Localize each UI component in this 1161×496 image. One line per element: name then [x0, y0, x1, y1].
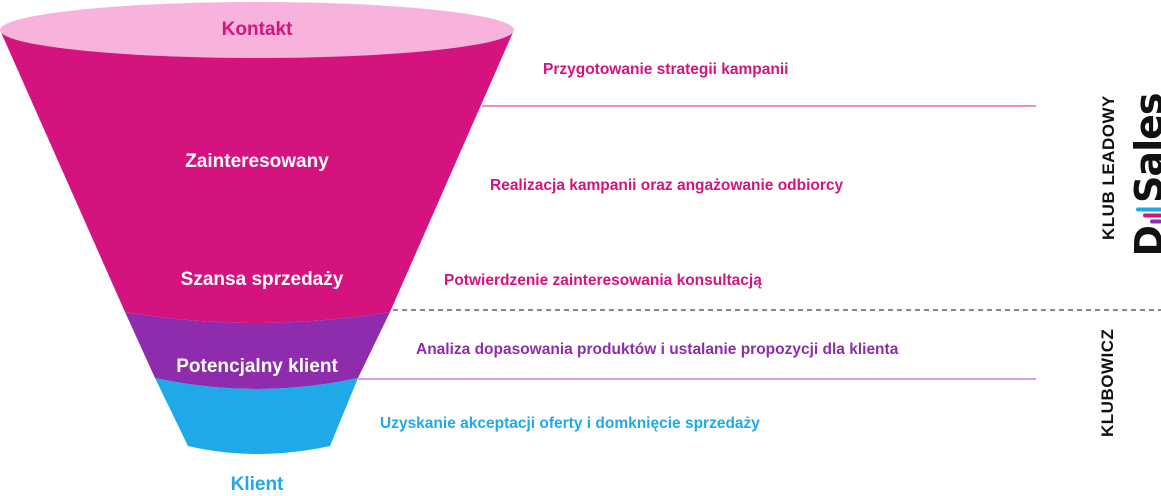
- funnel-cyan-section: [155, 378, 358, 454]
- side-label-klub-leadowy: KLUB LEADOWY: [1099, 95, 1118, 240]
- funnel-magenta-section: [0, 30, 514, 323]
- description-confirmation: Potwierdzenie zainteresowania konsultacj…: [444, 272, 762, 289]
- description-acceptance: Uzyskanie akceptacji oferty i domknięcie…: [380, 415, 760, 432]
- stage-label-potencjalny: Potencjalny klient: [176, 356, 338, 377]
- stage-label-klient: Klient: [230, 474, 284, 495]
- stage-label-kontakt: Kontakt: [221, 19, 293, 40]
- logo-letter-d: D: [1127, 226, 1161, 257]
- logo-word-sales: Sales: [1127, 93, 1161, 203]
- stage-label-szansa: Szansa sprzedaży: [180, 269, 344, 290]
- description-strategy: Przygotowanie strategii kampanii: [543, 61, 789, 78]
- funnel-top-ellipse: [0, 2, 514, 58]
- logo-bars-icon: [1136, 207, 1161, 224]
- description-campaign: Realizacja kampanii oraz angażowanie odb…: [490, 177, 844, 194]
- description-analysis: Analiza dopasowania produktów i ustalani…: [416, 341, 899, 358]
- stage-label-zainteresowany: Zainteresowany: [185, 151, 329, 172]
- side-label-klubowicz: KLUBOWICZ: [1098, 328, 1117, 437]
- funnel-purple-section: [125, 312, 390, 389]
- dsales-logo: D Sales: [1127, 93, 1161, 257]
